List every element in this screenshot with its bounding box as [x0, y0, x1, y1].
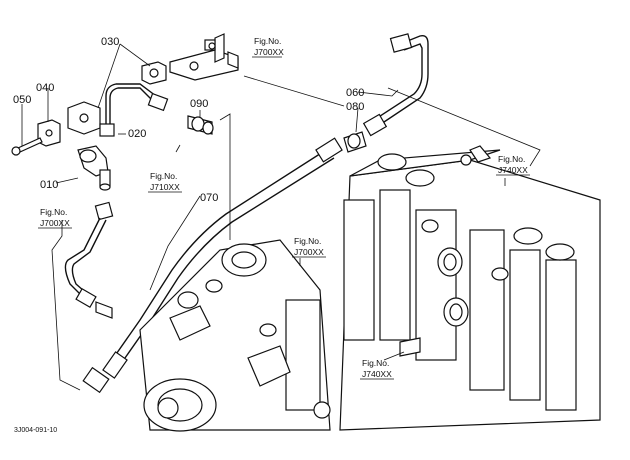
fig-ref-code: J700XX: [294, 247, 324, 257]
hydraulic-pump: [139, 239, 331, 432]
fig-ref-code: J700XX: [254, 47, 284, 57]
union-090: [187, 115, 214, 135]
clamp-block-upper: [141, 61, 167, 85]
part-number-080: 080: [346, 101, 364, 113]
fig-ref-label: Fig.No.: [498, 154, 525, 164]
fig-ref-label: Fig.No.: [40, 207, 67, 217]
diagram-code: 3J004-091-10: [14, 427, 57, 434]
part-number-010: 010: [40, 179, 58, 191]
pipe-060: [362, 33, 429, 137]
part-number-060: 060: [346, 87, 364, 99]
fig-ref-valve-bottom: Fig.No. J740XX: [360, 358, 394, 380]
leader-lines: [21, 43, 541, 391]
fig-ref-code: J700XX: [40, 218, 70, 228]
fig-ref-code: J740XX: [362, 369, 392, 379]
pipe-020: [99, 83, 169, 137]
part-number-020: 020: [128, 128, 146, 140]
clamp-block-lower: [67, 101, 101, 135]
control-valve-assembly: [339, 145, 601, 431]
fig-ref-label: Fig.No.: [150, 171, 177, 181]
fig-ref-pump: Fig.No. J700XX: [292, 236, 326, 258]
part-number-070: 070: [200, 192, 218, 204]
fig-ref-left: Fig.No. J700XX: [38, 207, 72, 229]
part-number-030: 030: [101, 36, 119, 48]
bracket-top: [169, 33, 239, 81]
fitting-080: [343, 131, 367, 153]
fig-ref-mid: Fig.No. J710XX: [148, 171, 182, 193]
fig-ref-code: J740XX: [498, 165, 528, 175]
fig-ref-label: Fig.No.: [254, 36, 281, 46]
part-number-040: 040: [36, 82, 54, 94]
part-number-090: 090: [190, 98, 208, 110]
fig-ref-label: Fig.No.: [362, 358, 389, 368]
fig-ref-label: Fig.No.: [294, 236, 321, 246]
part-number-050: 050: [13, 94, 31, 106]
bolt-050: [11, 137, 43, 156]
fig-ref-code: J710XX: [150, 182, 180, 192]
fig-ref-valve-top: Fig.No. J740XX: [496, 154, 530, 176]
pipe-left-return: [64, 201, 114, 319]
fig-ref-top-bracket: Fig.No. J700XX: [252, 36, 284, 58]
elbow-fitting-010: [77, 145, 111, 191]
